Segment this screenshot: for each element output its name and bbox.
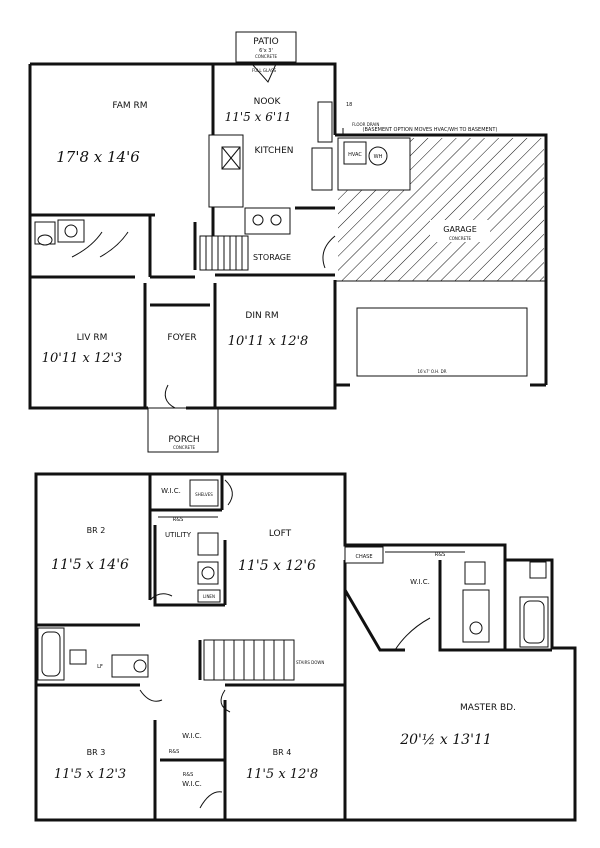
second-floor-plan: W.I.C. SHELVES R&S UTILITY LINEN LF [34,472,577,822]
master-bd-label: MASTER BD. [460,703,516,713]
br3-door [139,689,163,702]
res-label: R&S [173,517,184,523]
sink [133,659,147,673]
second-floor-stairs [203,639,295,681]
sink-bowl [252,214,264,226]
br4-door [220,689,231,713]
utility-label: UTILITY [165,531,192,539]
br4-label: BR 4 [273,748,292,757]
garage-door-note: 16'x7' O.H. DR [417,369,446,374]
linen-label: LINEN [203,594,215,599]
water-heater [368,146,388,166]
liv-rm-label: LIV RM [77,333,108,343]
master-bd-size: 20'½ x 13'11 [399,732,492,748]
patio: PATIO 6'x 3' CONCRETE [235,31,297,63]
fam-rm-size: 17'8 x 14'6 [56,148,140,166]
foyer-label: FOYER [167,333,196,343]
br2-door [149,593,173,601]
garage-wall [335,133,548,387]
kitchen-label: KITCHEN [255,146,294,156]
garage-label-bg [430,220,490,242]
lf-label: LF [97,664,103,670]
fam-rm-label: FAM RM [112,101,147,111]
porch-label: PORCH [168,435,199,445]
double-vanity [462,589,490,643]
garage-door-outline [356,307,528,377]
patio-door: FULL GLASS [250,63,277,83]
basement-note: (BASEMENT OPTION MOVES HVAC/WH TO BASEME… [363,127,498,133]
wic-4-label: W.I.C. [182,780,202,788]
first-floor-stairs [199,235,249,271]
refrigerator [311,147,333,191]
toilet [69,649,87,665]
linen-closet [464,561,486,585]
first-floor-interior-walls [30,64,335,408]
washer [197,532,219,556]
master-bath [462,561,549,648]
wic-label: W.I.C. [161,487,181,495]
garage-entry-door [322,235,336,269]
door-swing [99,231,129,258]
nook-size: 11'5 x 6'11 [225,110,292,124]
master-res-label: R&S [435,552,446,558]
loft-label: LOFT [269,529,292,539]
dim-18: 18 [346,102,352,108]
patio-size: 6'x 3' [259,48,273,54]
floor-drain-label: FLOOR DRAIN [352,122,379,127]
house-exterior-wall [28,62,337,410]
patio-material: CONCRETE [255,54,277,59]
porch-material: CONCRETE [173,445,195,450]
chase-label: CHASE [355,554,372,560]
first-floor-plan: PATIO 6'x 3' CONCRETE FULL GLASS HVAC WH… [28,31,548,453]
res-4-label: R&S [183,772,194,778]
garage-label: GARAGE [443,225,477,234]
br4-size: 11'5 x 12'8 [246,767,318,782]
kitchen-fixtures [208,101,333,235]
br2-label: BR 2 [87,526,106,535]
garage-material: CONCRETE [449,236,471,241]
kitchen-counter [208,134,244,208]
shelves [189,479,219,507]
sink-bowl [270,214,282,226]
second-floor-interior-walls [36,474,552,820]
wic-door [394,617,431,651]
wic-4-door [199,791,223,809]
din-rm-size: 10'11 x 12'8 [228,334,309,349]
patio-label: PATIO [253,37,279,47]
sink [64,224,78,238]
hvac-unit [343,141,367,165]
shelves-label: SHELVES [195,492,213,497]
br2-size: 11'5 x 14'6 [51,557,129,573]
br3-label: BR 3 [87,748,106,757]
stairs-label: STAIRS DOWN [296,660,324,665]
second-floor-exterior-wall [34,472,577,822]
sink [469,621,483,635]
nook-label: NOOK [254,97,282,107]
pantry [317,101,333,143]
closet-door [224,479,233,506]
door-swing [71,231,103,258]
br3-size: 11'5 x 12'3 [54,767,126,782]
wh-label: WH [374,154,383,160]
liv-rm-size: 10'11 x 12'3 [42,351,123,366]
toilet [529,561,547,579]
toilet-bowl [37,234,53,246]
din-rm-label: DIN RM [245,311,278,321]
res-3-label: R&S [169,749,180,755]
front-door [164,384,176,409]
porch: PORCH CONCRETE [147,407,219,453]
storage-label: STORAGE [253,253,291,262]
linen-closet [197,589,221,603]
hall-bath: LF [37,627,149,681]
full-glass-label: FULL GLASS [252,68,277,73]
hvac-label: HVAC [348,152,362,158]
dryer [197,561,219,585]
master-wic-label: W.I.C. [410,578,430,586]
powder-room [34,219,129,258]
chase [344,546,384,564]
loft-size: 11'5 x 12'6 [238,558,316,574]
wic-3-label: W.I.C. [182,732,202,740]
kitchen-sink-counter [244,207,291,235]
